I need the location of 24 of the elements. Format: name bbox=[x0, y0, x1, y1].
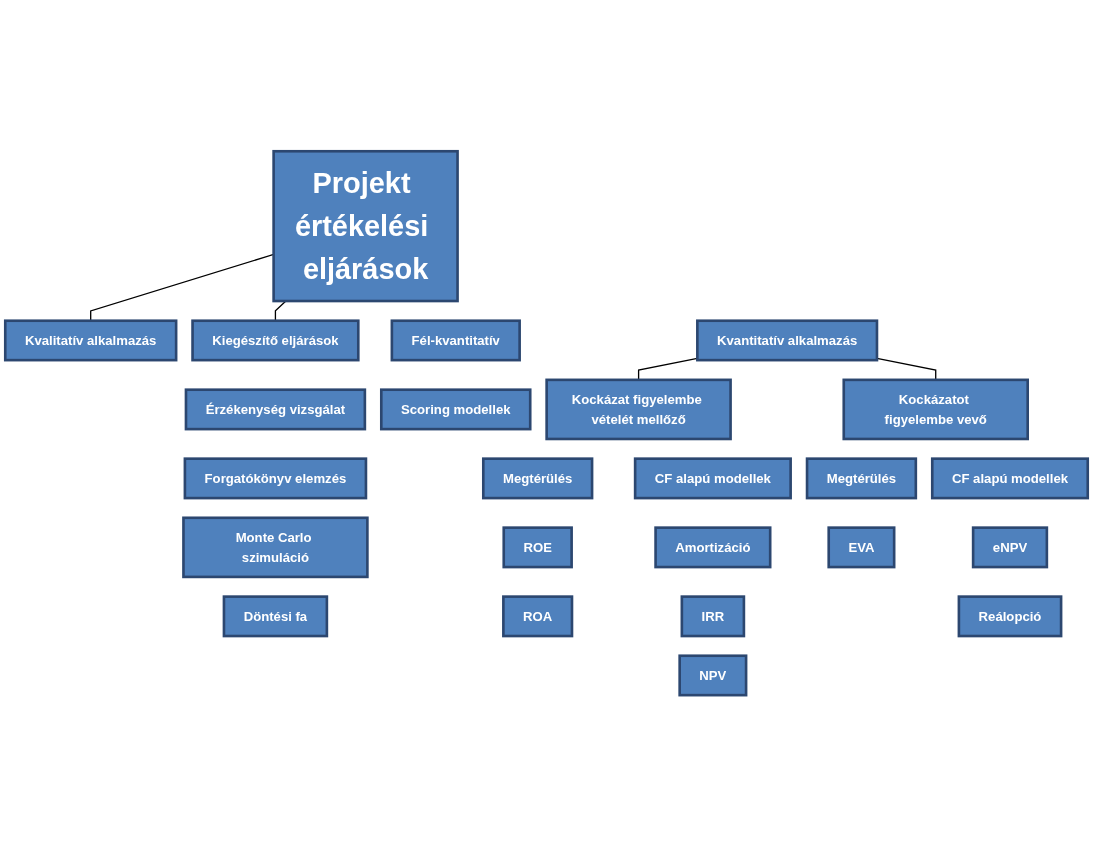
node-box: Kvantitatív alkalmazás bbox=[696, 319, 879, 362]
node-box: CF alapú modellek bbox=[930, 457, 1090, 500]
node-box: Kockázat figyelembe vételét mellőző bbox=[545, 378, 732, 441]
node-box: IRR bbox=[680, 595, 746, 638]
node-box: CF alapú modellek bbox=[633, 457, 792, 500]
node-box: Érzékenység vizsgálat bbox=[184, 388, 367, 431]
node-box: Scoring modellek bbox=[379, 388, 532, 431]
node-box: Kvalitatív alkalmazás bbox=[3, 319, 178, 362]
node-box: Megtérülés bbox=[481, 457, 594, 500]
node-box: Reálopció bbox=[957, 595, 1063, 638]
node-box: Fél-kvantitatív bbox=[390, 319, 521, 362]
node-box: Projekt értékelési eljárások bbox=[272, 149, 459, 303]
node-box: Megtérülés bbox=[805, 457, 918, 500]
node-box: Kiegészítő eljárások bbox=[191, 319, 360, 362]
node-box: Monte Carlo szimuláció bbox=[182, 516, 369, 579]
node-box: NPV bbox=[678, 654, 748, 697]
node-box: EVA bbox=[827, 526, 896, 569]
node-box: Kockázatot figyelembe vevő bbox=[842, 378, 1029, 441]
node-box: ROA bbox=[502, 595, 574, 638]
node-box: Amortizáció bbox=[654, 526, 772, 569]
node-box: Döntési fa bbox=[222, 595, 329, 638]
node-box: eNPV bbox=[971, 526, 1049, 569]
node-box: Forgatókönyv elemzés bbox=[183, 457, 368, 500]
node-box: ROE bbox=[502, 526, 573, 569]
